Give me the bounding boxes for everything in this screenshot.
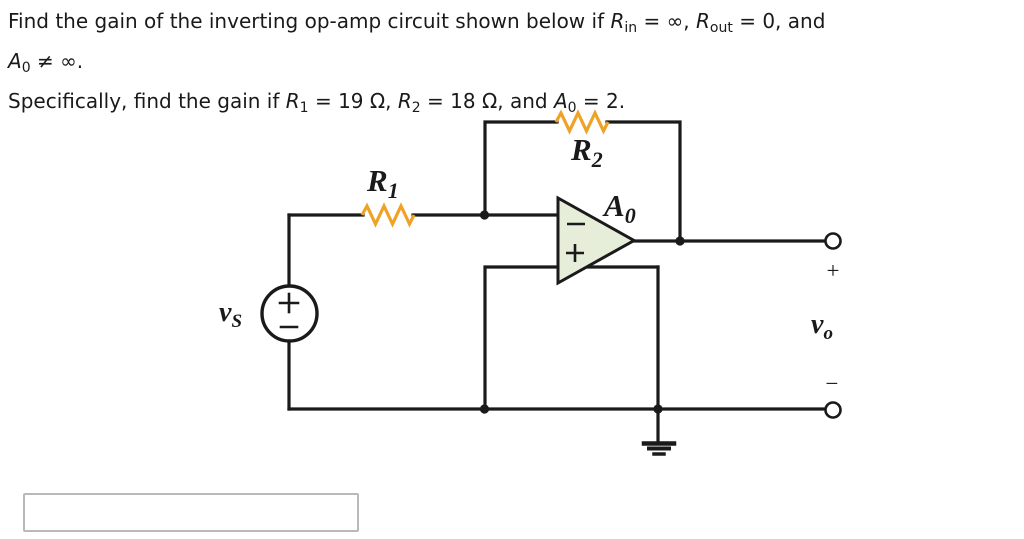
vs-label: vS [219,297,242,332]
output-terminal-top [824,232,842,250]
circuit-wires [260,120,842,456]
problem-line: Specifically, find the gain if R1 = 19 Ω… [8,89,626,116]
answer-input[interactable] [23,493,359,532]
junction-bottom-left [479,404,490,414]
source-circle [260,284,319,343]
output-minus-label: − [826,371,839,396]
wire-feedback-left [483,120,559,217]
wire-feedback-right [605,120,682,243]
problem-line: A0 ≠ ∞. [8,49,84,76]
junction-bottom-ground [653,404,663,414]
r2-label: R2 [570,132,603,172]
opamp [556,195,638,286]
opamp-triangle [556,195,638,286]
a0-label: A0 [602,188,636,228]
resistors [360,109,610,228]
resistor-r1 [360,202,416,228]
output-plus-label: + [827,258,840,283]
resistor-r2 [554,109,610,135]
problem-line: Find the gain of the inverting op-amp ci… [8,9,826,36]
wire-noninv-box-left [483,265,660,411]
junction-dots [479,210,685,414]
junction-inverting-node [479,210,490,220]
r1-label: R1 [366,163,399,203]
junction-output-node [675,236,685,246]
output-terminal-bottom [824,401,842,419]
vo-label: vo [811,309,833,344]
problem-statement: Find the gain of the inverting op-amp ci… [8,5,825,125]
